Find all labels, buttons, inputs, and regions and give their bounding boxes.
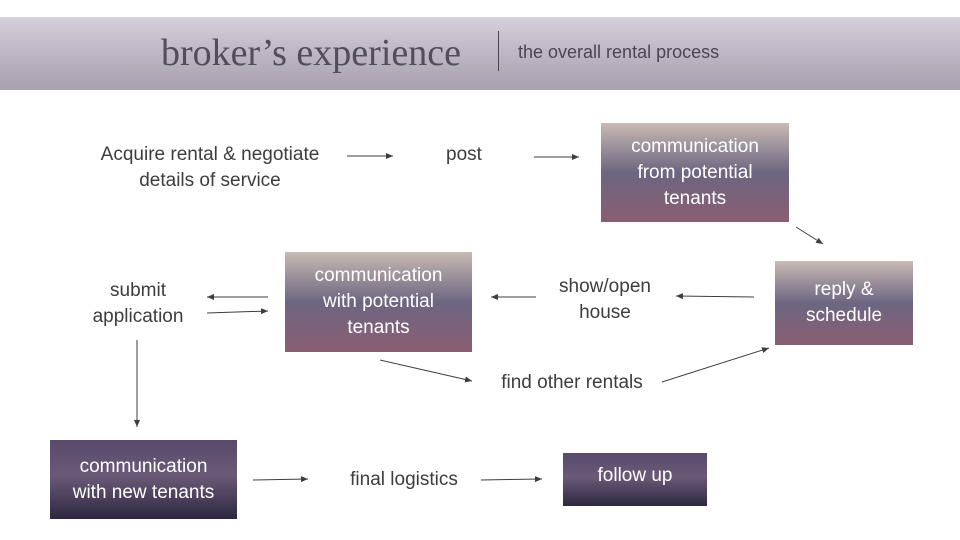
arrow-submit-to-communication (206, 308, 269, 315)
node-follow-up: follow up (563, 453, 707, 506)
arrow-reply-to-show (675, 293, 755, 300)
arrow-new-tenants-to-logistics (252, 476, 309, 483)
arrow-logistics-to-follow-up (480, 476, 543, 483)
node-reply-schedule: reply & schedule (775, 261, 913, 345)
arrow-find-other-to-reply (661, 347, 770, 383)
node-final-logistics: final logistics (350, 469, 458, 490)
node-submit-application: submit application (92, 280, 184, 327)
arrow-communication-to-find-other (379, 359, 473, 383)
node-communication-with-tenants: communication with potential tenants (285, 252, 472, 352)
arrow-communication-to-reply (795, 226, 824, 245)
node-find-other-rentals: find other rentals (501, 372, 643, 393)
header-banner (0, 17, 960, 90)
page-title: broker’s experience (161, 32, 461, 74)
node-communication-new-tenants: communication with new tenants (50, 440, 237, 519)
node-acquire-rental: Acquire rental & negotiate details of se… (100, 144, 320, 191)
node-communication-from-tenants: communication from potential tenants (601, 123, 789, 222)
node-show-open-house: show/open house (559, 276, 651, 323)
node-post: post (446, 144, 482, 165)
page-subtitle: the overall rental process (518, 42, 720, 62)
title-divider (498, 31, 499, 71)
